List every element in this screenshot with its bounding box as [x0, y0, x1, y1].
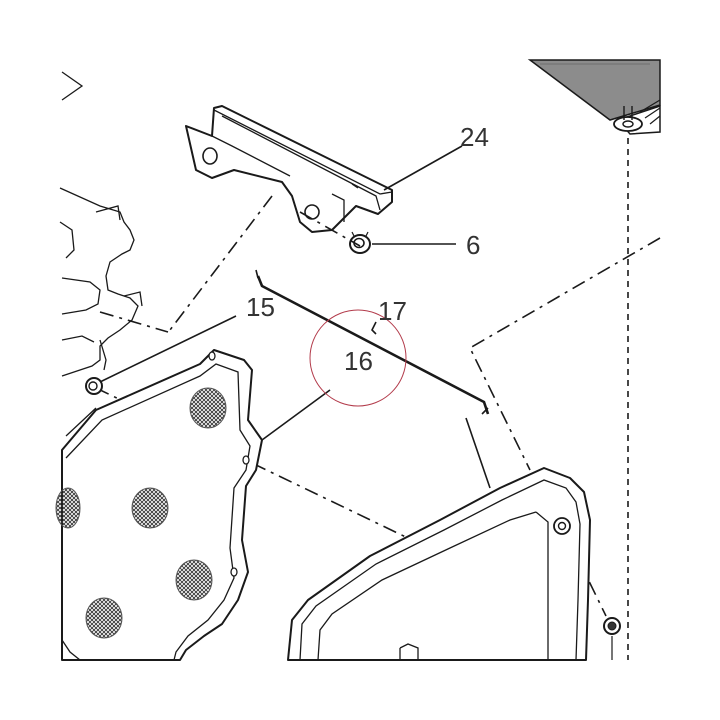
vent-mesh-1	[189, 387, 227, 429]
callout-24: 24	[460, 122, 489, 152]
leader-line-right	[465, 417, 491, 489]
dashdot-line-hinge-horizontal	[99, 311, 169, 333]
vent-mesh-5	[85, 597, 123, 639]
hinge-mechanism-left	[59, 187, 143, 377]
door-frame-panel	[287, 467, 591, 661]
bracket-part-24	[185, 105, 393, 233]
vent-mesh-4	[175, 559, 213, 601]
vent-mesh-2	[131, 487, 169, 529]
partial-part-top-left	[61, 71, 84, 101]
leader-line-15	[99, 315, 237, 383]
callout-16: 16	[344, 346, 373, 376]
highlight-circle	[309, 309, 407, 407]
vent-mesh-3	[55, 487, 81, 529]
leader-line-16	[261, 389, 331, 441]
screw-part-15	[85, 377, 103, 395]
dashdot-line-bracket-down	[299, 211, 361, 247]
seal-strip-part-17	[255, 269, 490, 415]
callout-15: 15	[246, 292, 275, 322]
dashdot-line-right-diagonal	[468, 237, 661, 471]
screw-right-bottom	[603, 617, 621, 660]
side-panel-left	[55, 349, 263, 661]
leader-line-17	[371, 321, 377, 335]
leader-line-24	[383, 145, 463, 191]
dashdot-line-grommet-to-screw	[563, 529, 607, 617]
shaded-panel-top-right	[527, 59, 661, 135]
callout-6: 6	[466, 230, 480, 260]
callout-17: 17	[378, 296, 407, 326]
